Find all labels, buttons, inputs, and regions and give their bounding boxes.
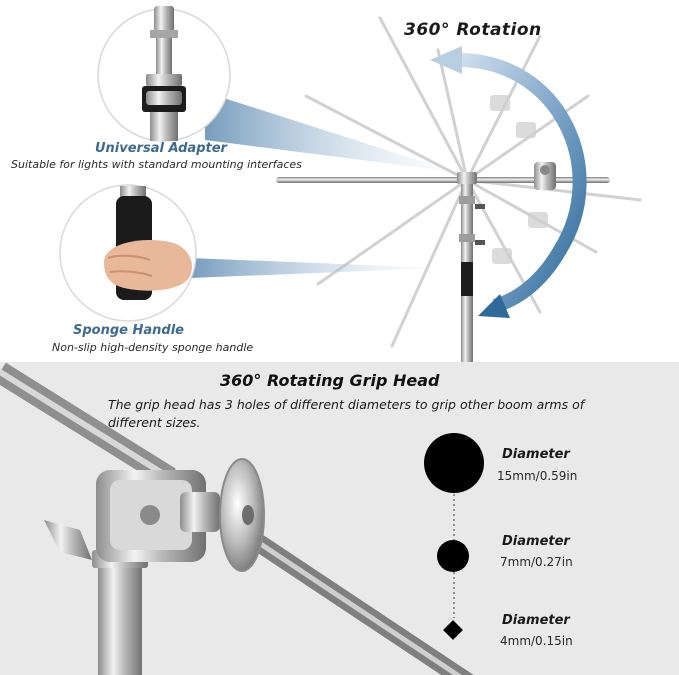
diameter-indicators — [424, 433, 484, 640]
diameter-label-large: Diameter — [502, 447, 570, 462]
adapter-beam — [205, 92, 455, 172]
grip-head-title: 360° Rotating Grip Head — [220, 371, 440, 390]
diameter-size-large: 15mm/0.59in — [497, 469, 578, 483]
grip-head-description: The grip head has 3 holes of different d… — [108, 397, 585, 430]
rotation-title: 360° Rotation — [404, 20, 542, 40]
universal-adapter-description: Suitable for lights with standard mounti… — [11, 158, 302, 171]
grip-head-closeup — [0, 362, 474, 675]
diameter-size-medium: 7mm/0.27in — [500, 555, 573, 569]
rotation-arrow-icon — [430, 46, 587, 318]
universal-adapter-title: Universal Adapter — [95, 141, 227, 156]
handle-beam — [190, 258, 440, 278]
diameter-7mm-icon — [437, 540, 469, 572]
sponge-handle-title: Sponge Handle — [73, 323, 184, 338]
diameter-size-small: 4mm/0.15in — [500, 634, 573, 648]
sponge-handle-description: Non-slip high-density sponge handle — [52, 341, 254, 354]
ghost-grip-heads — [490, 95, 548, 264]
diameter-label-small: Diameter — [502, 613, 570, 628]
diameter-15mm-icon — [424, 433, 484, 493]
universal-adapter-zoom — [97, 6, 231, 142]
diameter-4mm-icon — [443, 620, 463, 640]
arm-grip-head — [534, 162, 556, 190]
sponge-handle-zoom — [59, 184, 197, 322]
horizontal-boom-arm — [276, 177, 610, 183]
diameter-label-medium: Diameter — [502, 534, 570, 549]
